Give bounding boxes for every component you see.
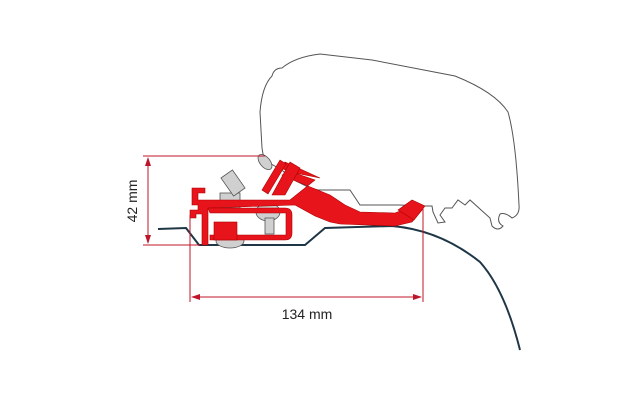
width-dimension-label: 134 mm <box>282 306 333 322</box>
adapter-bracket <box>189 159 426 246</box>
dimension-arrows <box>145 157 422 300</box>
awning-housing-outline <box>259 53 520 230</box>
dimension-lines <box>143 155 424 302</box>
vehicle-roof-profile <box>157 224 521 351</box>
height-dimension-label: 42 mm <box>124 180 140 223</box>
